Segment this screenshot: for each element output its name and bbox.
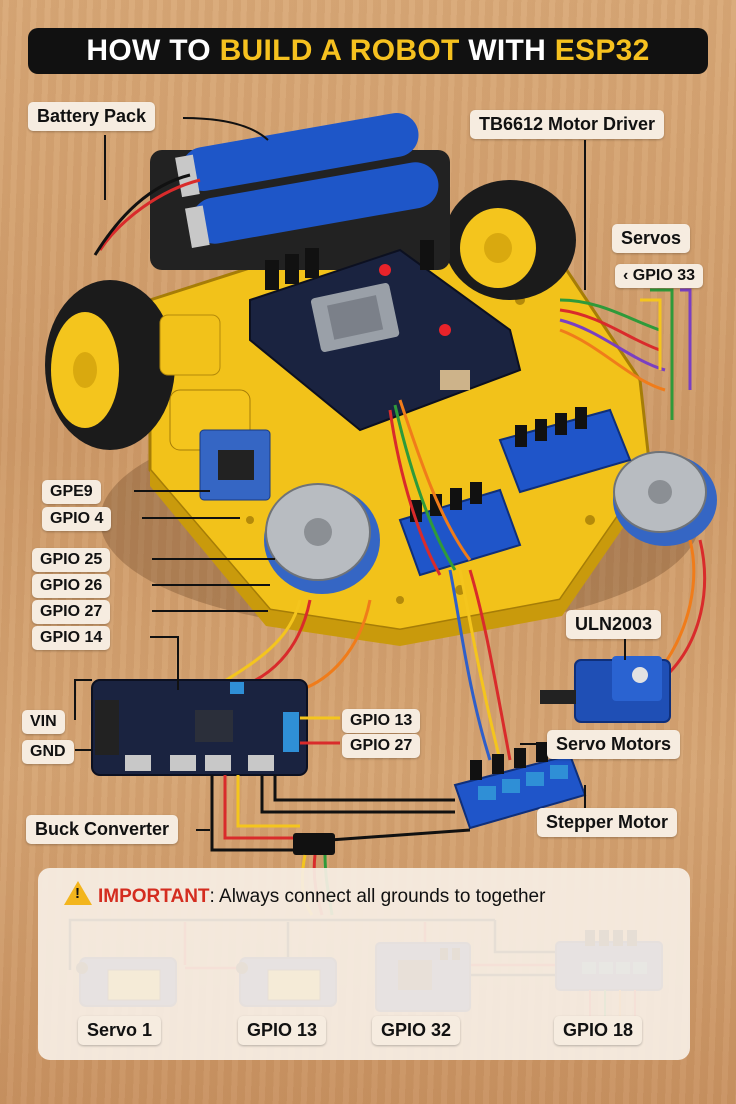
wire-bundles (93, 173, 707, 761)
label-vin: VIN (22, 710, 65, 734)
label-servo-motors: Servo Motors (547, 730, 681, 759)
gear-motor (169, 389, 271, 501)
esp32-dev-board (91, 679, 308, 776)
battery-pack (150, 112, 450, 270)
board-output-wires (210, 716, 471, 852)
stepper-motor-center (264, 483, 380, 594)
label-gpio26: GPIO 26 (32, 574, 111, 598)
label-servo1: Servo 1 (78, 1016, 162, 1045)
label-bottom-gpio13: GPIO 13 (238, 1016, 327, 1045)
stepper-motor-right (613, 451, 717, 546)
label-buck-converter: Buck Converter (26, 815, 179, 844)
wheel-rear-right (444, 180, 576, 300)
page-title: HOW TO BUILD A ROBOT WITH ESP32 (28, 28, 708, 74)
wheel-front-left (45, 280, 221, 450)
label-gpio4: GPIO 4 (42, 507, 112, 531)
label-gpio13-right: GPIO 13 (342, 709, 421, 733)
label-gpio14: GPIO 14 (32, 626, 111, 650)
label-motor-driver: TB6612 Motor Driver (470, 110, 665, 139)
label-gpio25: GPIO 25 (32, 548, 111, 572)
label-bottom-gpio18: GPIO 18 (554, 1016, 643, 1045)
label-uln2003: ULN2003 (566, 610, 662, 639)
esp32-board (249, 240, 522, 432)
label-gpio27: GPIO 27 (32, 600, 111, 624)
label-battery-pack: Battery Pack (28, 102, 156, 131)
label-servos: Servos (612, 224, 691, 253)
important-prefix: IMPORTANT (98, 886, 210, 907)
label-gnd: GND (22, 740, 74, 764)
label-bottom-gpio32: GPIO 32 (372, 1016, 461, 1045)
important-text: : Always connect all grounds to together (209, 886, 546, 907)
label-stepper-motor: Stepper Motor (537, 808, 678, 837)
important-note: ! IMPORTANT: Always connect all grounds t… (64, 878, 545, 908)
label-gpio27-right: GPIO 27 (342, 734, 421, 758)
label-gpe9: GPE9 (42, 480, 101, 504)
label-gpio33: ‹ GPIO 33 (615, 264, 704, 288)
warning-icon: ! (64, 881, 92, 905)
driver-board-chassis-2 (498, 407, 632, 494)
servo-motor-module (540, 656, 671, 723)
